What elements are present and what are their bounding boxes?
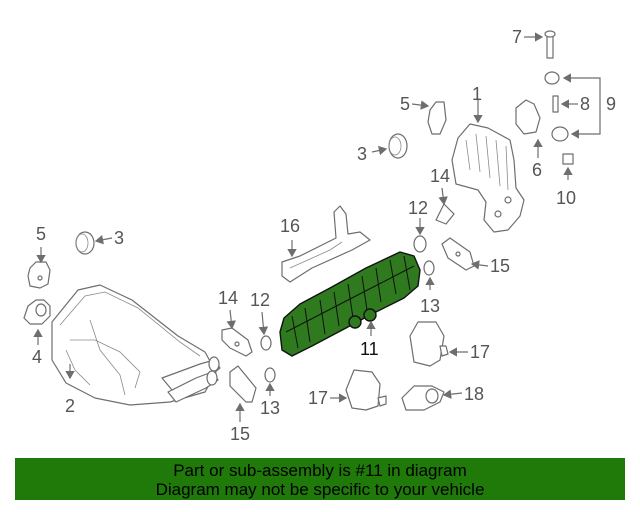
label-part-6: 6	[532, 160, 542, 180]
label-part-17-left: 17	[308, 388, 328, 408]
label-part-4: 4	[32, 347, 42, 367]
label-part-14-left: 14	[218, 288, 238, 308]
callout-labels: 1 2 3 3 4 5 5 6 7 8 9 10 11 12 12 13 13 …	[32, 27, 616, 444]
info-banner: Part or sub-assembly is #11 in diagram D…	[15, 458, 625, 500]
clamp-part-3-upper	[388, 133, 408, 159]
hanger-part-5-upper	[427, 101, 447, 135]
banner-line-1: Part or sub-assembly is #11 in diagram	[173, 461, 467, 480]
shield-part-14-right	[435, 203, 455, 225]
label-part-8: 8	[580, 94, 590, 114]
gasket-group-right	[413, 235, 435, 276]
shield-part-17-lower	[345, 369, 387, 411]
label-part-14-right: 14	[430, 166, 450, 186]
label-part-10: 10	[556, 188, 576, 208]
clamp-part-3-left	[75, 231, 95, 255]
hanger-part-5-left	[27, 261, 51, 289]
gasket-group-left	[221, 327, 276, 403]
label-part-3-left: 3	[114, 228, 124, 248]
label-part-11: 11	[360, 339, 379, 359]
label-part-12-right: 12	[408, 198, 428, 218]
heat-shield-part-1	[451, 123, 525, 233]
label-part-3-upper: 3	[357, 144, 367, 164]
label-part-9: 9	[606, 94, 616, 114]
shield-part-17-upper	[409, 321, 449, 367]
label-part-1: 1	[472, 84, 482, 104]
muffler-assembly	[51, 284, 221, 406]
bracket-part-4	[23, 299, 51, 325]
bracket-part-6	[515, 99, 541, 135]
label-part-18: 18	[464, 384, 484, 404]
sleeve-part-8	[552, 95, 559, 113]
bolt-part-7	[544, 30, 556, 59]
sensor-part-18	[401, 385, 445, 411]
label-part-13-left: 13	[260, 398, 280, 418]
label-part-12-left: 12	[250, 290, 270, 310]
highlighted-part-11	[279, 251, 421, 357]
label-part-15-left: 15	[230, 424, 250, 444]
label-part-13-right: 13	[420, 296, 440, 316]
label-part-15-right: 15	[490, 256, 510, 276]
label-part-5-left: 5	[36, 224, 46, 244]
label-part-16: 16	[280, 216, 300, 236]
banner-line-2: Diagram may not be specific to your vehi…	[155, 480, 485, 499]
heat-shield-part-16	[281, 205, 371, 283]
label-part-17-right: 17	[470, 342, 490, 362]
label-part-5-upper: 5	[400, 94, 410, 114]
label-part-7: 7	[512, 27, 522, 47]
label-part-2: 2	[65, 396, 75, 416]
mount-part-9	[544, 71, 569, 142]
parts-diagram: 1 2 3 3 4 5 5 6 7 8 9 10 11 12 12 13 13 …	[23, 27, 616, 444]
flange-gasket-part-15-right	[441, 237, 475, 271]
nut-part-10	[562, 153, 574, 165]
leader-lines	[33, 32, 601, 422]
